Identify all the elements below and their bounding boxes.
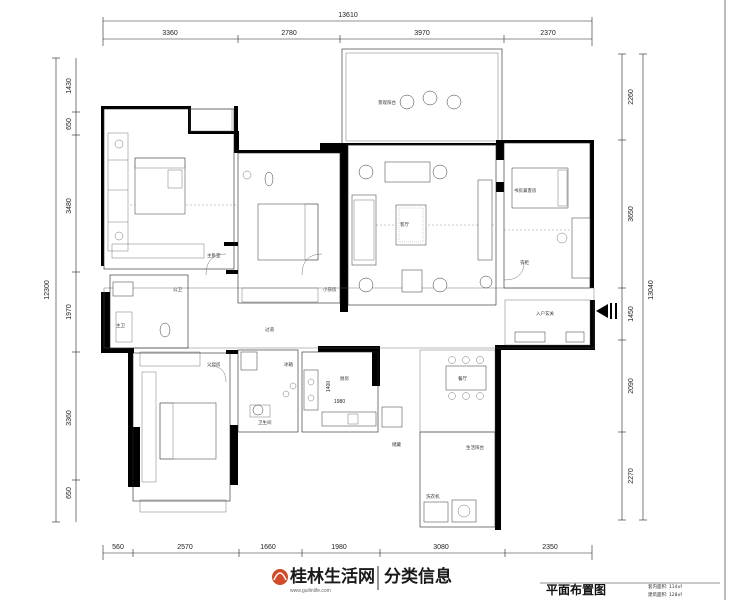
top-dimensions: 13610 3360 2780 3970 2370	[102, 12, 593, 46]
right-dimensions: 2260 3650 1450 2090 2270 13040	[618, 53, 655, 521]
area-inner: 套内面积: 114㎡	[648, 583, 683, 590]
dim-bottom-1: 560	[112, 544, 124, 551]
watermark-brand: 桂林生活网	[289, 566, 375, 587]
tv-cabinet	[477, 179, 493, 261]
dim-kitchen-1400: 1400	[326, 381, 332, 392]
dim-kitchen-1980: 1980	[334, 399, 345, 405]
dim-bottom-4: 1980	[331, 544, 347, 551]
room-study: 书房兼客房	[514, 187, 537, 194]
dim-left-6: 650	[66, 487, 73, 499]
furniture	[112, 139, 617, 523]
label-wash: 洗衣机	[426, 493, 440, 500]
dim-right-2: 3650	[628, 206, 635, 222]
dim-left-4: 1970	[66, 304, 73, 320]
dim-bottom-6: 2350	[542, 544, 558, 551]
drawing-title: 平面布置图	[546, 582, 606, 597]
dim-left-5: 3360	[66, 410, 73, 426]
room-bathroom-1: 公卫	[173, 287, 182, 293]
room-corridor: 过道	[265, 326, 274, 333]
dim-right-1: 2260	[628, 89, 635, 105]
dim-top-1: 3360	[162, 30, 178, 37]
garden-balcony: 景观阳台	[341, 48, 503, 146]
coffee-table	[395, 204, 427, 246]
entrance-arrow-icon	[596, 304, 608, 318]
label-fridge: 冰箱	[284, 361, 293, 368]
room-garden-balcony: 景观阳台	[378, 99, 396, 106]
toilet-icon	[264, 171, 274, 187]
room-dining: 餐厅	[458, 375, 467, 382]
room-entrance: 入户玄关	[536, 310, 554, 317]
dim-bottom-5: 3080	[433, 544, 449, 551]
kitchen-counter	[303, 369, 319, 411]
room-kitchen: 厨房	[340, 375, 349, 382]
sofa	[351, 194, 377, 266]
area-building: 建筑面积: 128㎡	[648, 591, 683, 598]
dim-bottom-3: 1660	[260, 544, 276, 551]
second-bed	[257, 203, 319, 261]
walls	[101, 106, 595, 530]
brand-logo-icon	[272, 569, 288, 585]
dim-right-total: 13040	[648, 280, 655, 300]
room-master-bedroom: 主卧室	[207, 252, 221, 259]
room-bathroom-3: 卫生间	[258, 419, 272, 426]
room-utility-balcony: 生活阳台	[466, 444, 484, 451]
dim-left-2: 650	[66, 118, 73, 130]
watermark-url: www.guilinlife.com	[290, 588, 331, 594]
dim-bottom-2: 2570	[177, 544, 193, 551]
room-second-bedroom: 小孩房	[323, 286, 337, 293]
plant-icon	[479, 275, 493, 289]
inner-lines	[103, 108, 595, 528]
washing-machine	[423, 501, 449, 523]
label-closet: 衣柜	[520, 259, 529, 266]
dim-total-height: 12300	[44, 280, 51, 300]
left-dimensions: 12300 1430 650 3480 1970 3360 650	[44, 57, 80, 523]
dim-left-3: 3480	[66, 198, 73, 214]
room-bathroom-2: 主卫	[116, 322, 125, 329]
title-block: 平面布置图 套内面积: 114㎡ 建筑面积: 128㎡	[540, 582, 720, 598]
dim-top-2: 2780	[281, 30, 297, 37]
room-labels: 主卧室 小孩房 客厅 书房兼客房 过道 餐厅 厨房 生活阳台 父母房 入户玄关 …	[116, 187, 554, 500]
watermark: 桂林生活网 www.guilinlife.com 分类信息	[272, 566, 452, 594]
room-living: 客厅	[400, 221, 409, 228]
bottom-dimensions: 560 2570 1660 1980 3080 2350	[102, 544, 593, 560]
dim-total-width: 13610	[338, 12, 358, 19]
parent-bed	[159, 402, 217, 460]
study-desk	[571, 217, 591, 279]
label-storage: 储藏	[392, 441, 401, 448]
watermark-section: 分类信息	[384, 566, 452, 587]
dining-table	[445, 365, 487, 391]
dim-right-5: 2270	[628, 468, 635, 484]
study-bed	[511, 167, 569, 209]
shoe-cabinet	[514, 331, 546, 343]
master-bed	[134, 157, 186, 215]
toilet-icon	[159, 322, 171, 338]
dim-left-1: 1430	[66, 78, 73, 94]
dim-top-4: 2370	[540, 30, 556, 37]
dim-right-3: 1450	[628, 306, 635, 322]
dim-top-3: 3970	[414, 30, 430, 37]
dim-right-4: 2090	[628, 378, 635, 394]
room-parent: 父母房	[207, 361, 221, 368]
